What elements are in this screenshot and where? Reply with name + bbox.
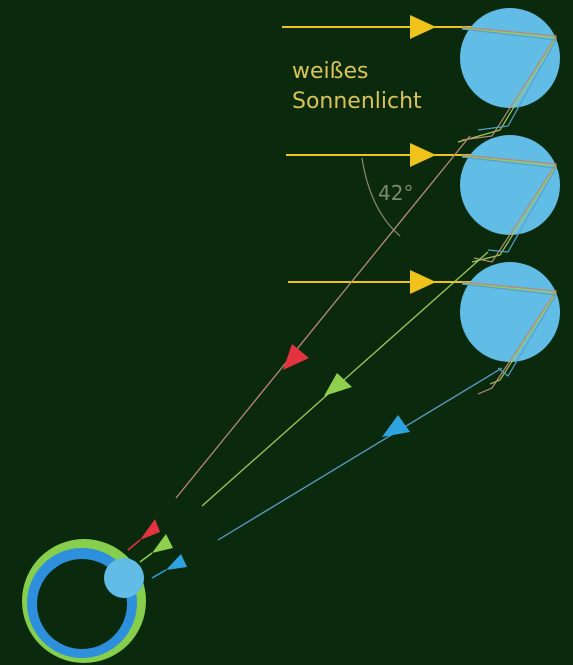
droplet-internal-rays (457, 26, 558, 395)
arrowhead-red-icon (283, 344, 309, 370)
eye-arrows (127, 519, 187, 579)
internal-ray-blue-middle (461, 156, 557, 253)
small-arrow-green-icon (152, 534, 173, 553)
internal-ray-red-middle (461, 154, 558, 263)
small-arrow-red-icon (140, 519, 160, 540)
raindrop-icon (460, 262, 560, 362)
eye-lens (104, 558, 144, 598)
exit-ray-green (201, 251, 489, 507)
exit-ray-blue (217, 367, 503, 541)
caption-line1: weißes (292, 59, 369, 84)
internal-ray-red-bottom (461, 281, 558, 395)
arrowhead-blue-icon (382, 415, 410, 437)
exit-rays (175, 135, 503, 541)
caption-line2: Sonnenlicht (292, 89, 422, 114)
sunlight-rays (282, 15, 480, 294)
internal-ray-green-bottom (461, 282, 558, 385)
eye-icon (22, 539, 146, 663)
sunlight-arrow-middle-icon (410, 143, 436, 167)
angle-arc (361, 157, 401, 237)
internal-ray-green-top (457, 27, 558, 143)
small-arrow-blue-icon (166, 554, 187, 570)
internal-ray-blue-bottom (461, 283, 557, 377)
sunlight-arrow-bottom-icon (410, 270, 436, 294)
internal-ray-green-middle (461, 155, 558, 263)
sunlight-arrow-top-icon (410, 15, 436, 39)
raindrops (460, 8, 560, 362)
raindrop-icon (460, 8, 560, 108)
angle-label: 42° (378, 181, 413, 205)
internal-ray-blue-top (461, 28, 557, 131)
arrowhead-green-icon (324, 373, 352, 396)
exit-ray-red (175, 135, 471, 499)
internal-ray-red-top (461, 26, 558, 141)
raindrop-icon (460, 135, 560, 235)
exit-arrows (283, 344, 410, 437)
